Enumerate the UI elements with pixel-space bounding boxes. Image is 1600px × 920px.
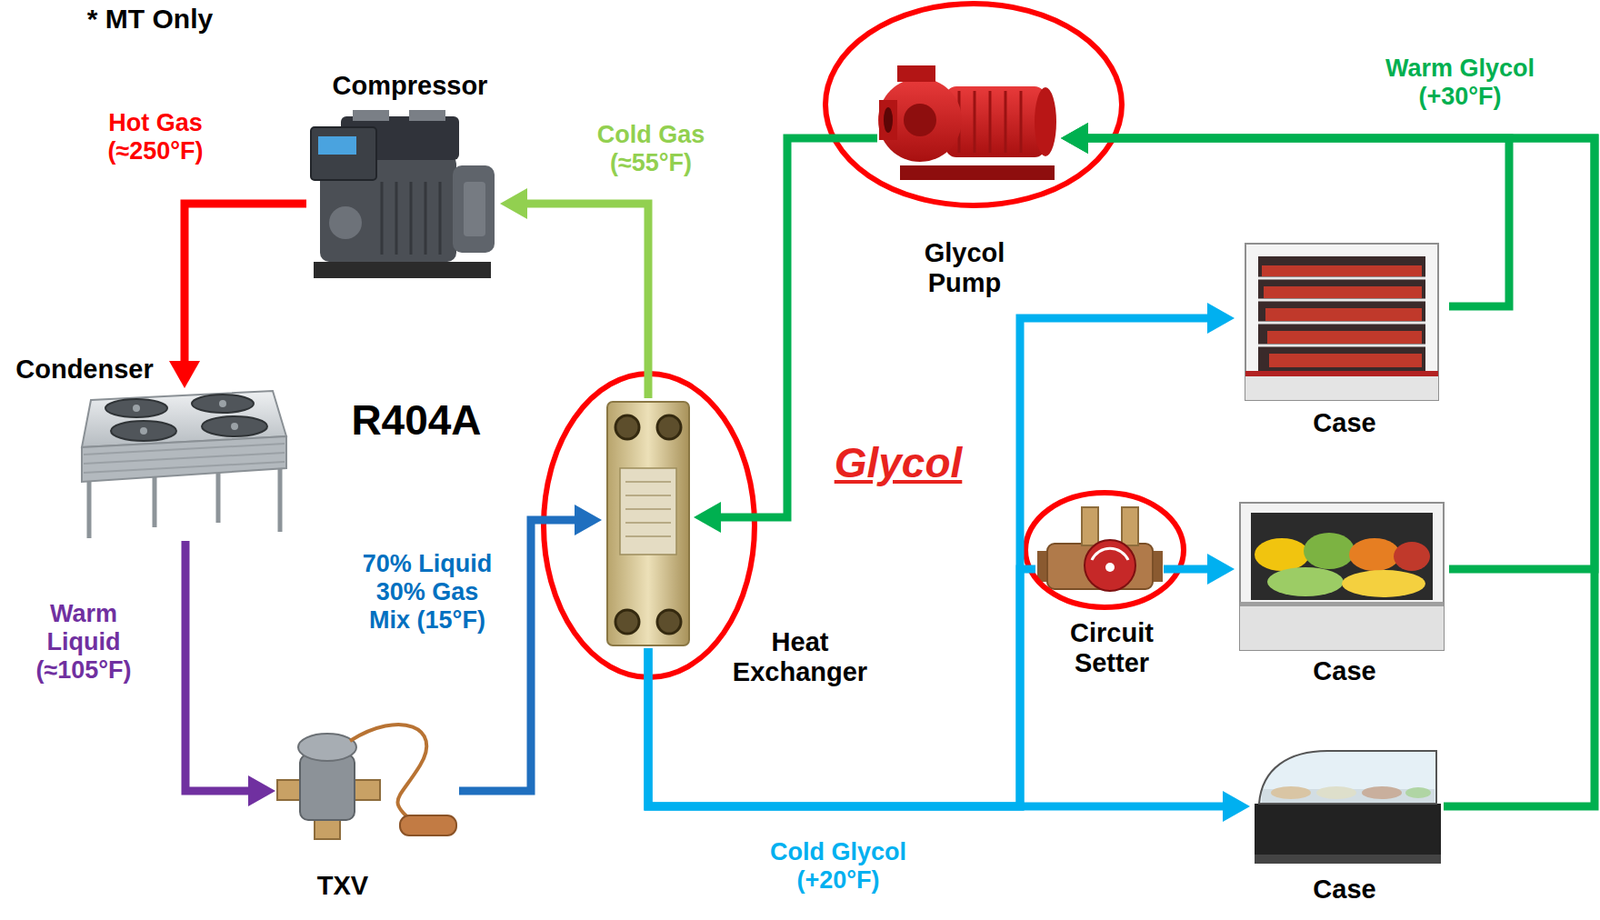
- txv-node: TXV: [275, 719, 460, 858]
- arrow-head: [1060, 122, 1089, 154]
- component-label: Circuit Setter: [1052, 618, 1171, 680]
- compressor-node: Compressor: [306, 107, 500, 286]
- component-label-wrap: TXV: [317, 870, 369, 901]
- flow-path: [648, 569, 1036, 807]
- flow-path: [1163, 565, 1211, 574]
- highlight-ellipse: [543, 3, 1184, 678]
- flow-line: [1163, 553, 1235, 585]
- component-label: Case: [1312, 408, 1376, 439]
- flow-line: [1060, 122, 1595, 570]
- component-label: Case: [1312, 656, 1376, 687]
- flow-path: [1084, 138, 1595, 807]
- flow-line: [185, 540, 276, 807]
- note-label-wrap: * MT Only: [87, 3, 213, 36]
- arrow-head: [1060, 122, 1089, 154]
- arrow-head: [1222, 790, 1250, 822]
- component-label-wrap: Case: [1312, 408, 1376, 439]
- component-label: TXV: [317, 870, 369, 901]
- flow-line: [648, 302, 1235, 807]
- flow-path: [648, 318, 1211, 807]
- circuit-setter-illustration: [1037, 507, 1163, 591]
- note-label-wrap: Glycol: [834, 439, 963, 488]
- component-label: Case: [1312, 874, 1376, 905]
- component-label: Glycol Pump: [903, 238, 1027, 300]
- note-label: * MT Only: [87, 3, 213, 36]
- case-illustration: [1240, 502, 1444, 650]
- flow-label: Cold Glycol (+20°F): [754, 838, 923, 895]
- flow-line: [1060, 122, 1595, 807]
- arrow-head: [169, 360, 200, 389]
- flow-path: [1084, 138, 1595, 570]
- flow-path: [523, 203, 649, 399]
- flow-line: [169, 203, 307, 389]
- note-label: Glycol: [834, 439, 963, 488]
- compressor-illustration: [310, 110, 495, 279]
- case-node: Case: [1234, 240, 1450, 403]
- flow-line: [500, 188, 649, 399]
- arrow-head: [248, 775, 276, 807]
- flow-line: [1060, 122, 1510, 307]
- component-label-wrap: Heat Exchanger: [725, 627, 876, 689]
- arrow-head: [500, 188, 528, 220]
- arrow-head: [693, 501, 721, 533]
- arrow-head: [1060, 122, 1089, 154]
- flow-label-wrap: Cold Gas (≈55°F): [591, 120, 710, 178]
- flow-line: [648, 569, 1036, 807]
- component-label: Condenser: [15, 354, 153, 385]
- case-node: Case: [1250, 745, 1444, 869]
- case-node: Case: [1234, 498, 1450, 653]
- arrow-head: [1207, 302, 1235, 334]
- circuit-setter-node: Circuit Setter: [1035, 498, 1164, 602]
- flow-label: Hot Gas (≈250°F): [87, 109, 224, 166]
- txv-illustration: [277, 724, 457, 840]
- flow-path: [1084, 138, 1510, 307]
- arrow-head: [1207, 553, 1235, 585]
- heat-exchanger-illustration: [607, 401, 690, 646]
- component-label: Heat Exchanger: [725, 627, 876, 689]
- component-label-wrap: Glycol Pump: [903, 238, 1027, 300]
- component-label: Compressor: [332, 70, 489, 101]
- flow-label-wrap: Warm Glycol (+30°F): [1373, 54, 1547, 111]
- component-label-wrap: Case: [1312, 874, 1376, 905]
- component-label-wrap: Case: [1312, 656, 1376, 687]
- flow-path: [185, 540, 252, 791]
- flow-label-wrap: 70% Liquid 30% Gas Mix (15°F): [352, 550, 503, 635]
- flow-label: 70% Liquid 30% Gas Mix (15°F): [352, 550, 503, 635]
- flow-label: Warm Liquid (≈105°F): [27, 600, 141, 685]
- condenser-illustration: [81, 390, 287, 539]
- note-label: R404A: [350, 396, 481, 445]
- flow-label-wrap: Warm Liquid (≈105°F): [27, 600, 141, 685]
- case-illustration: [1245, 243, 1439, 400]
- component-label-wrap: Circuit Setter: [1052, 618, 1171, 680]
- flow-label: Warm Glycol (+30°F): [1373, 54, 1547, 111]
- component-label-wrap: Compressor: [332, 70, 489, 101]
- condenser-node: Condenser: [76, 388, 289, 541]
- note-label-wrap: R404A: [350, 396, 481, 445]
- flow-label-wrap: Cold Glycol (+20°F): [754, 838, 923, 895]
- flow-label: Cold Gas (≈55°F): [591, 120, 710, 178]
- heat-exchanger-node: Heat Exchanger: [601, 398, 694, 649]
- pump-illustration: [878, 65, 1057, 180]
- pump-node: Glycol Pump: [877, 60, 1061, 190]
- case-illustration: [1254, 750, 1441, 864]
- flow-path: [184, 203, 307, 365]
- arrow-head: [574, 504, 602, 536]
- component-label-wrap: Condenser: [15, 354, 153, 385]
- flow-label-wrap: Hot Gas (≈250°F): [87, 109, 224, 166]
- flow-line: [459, 504, 602, 791]
